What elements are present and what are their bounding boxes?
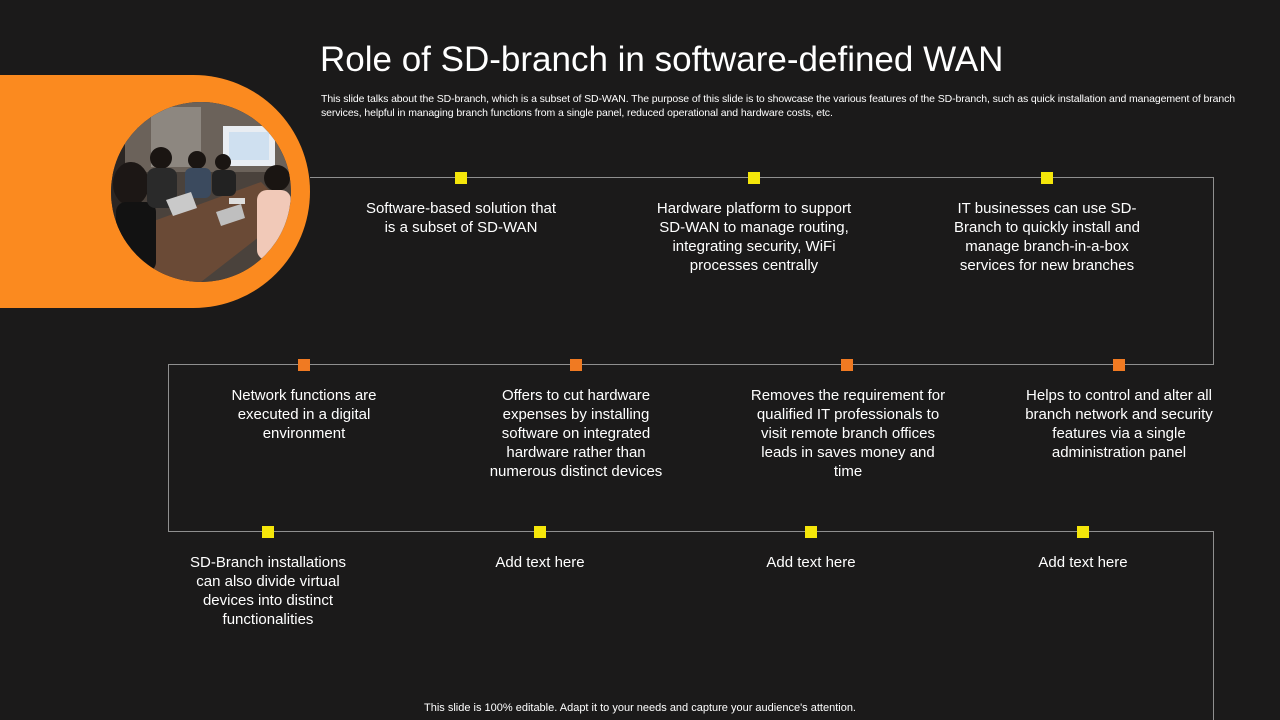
step-marker	[298, 359, 310, 371]
step-marker	[570, 359, 582, 371]
connector-left	[168, 364, 169, 532]
step-marker	[841, 359, 853, 371]
step-marker	[262, 526, 274, 538]
step-text: SD-Branch installations can also divide …	[190, 554, 346, 628]
step-text: Offers to cut hardware expenses by insta…	[489, 387, 663, 480]
step-marker	[1113, 359, 1125, 371]
step-marker	[455, 172, 467, 184]
connector-row3	[168, 531, 1214, 532]
step-text: Helps to control and alter all branch ne…	[1025, 387, 1213, 461]
step-text: Network functions are executed in a digi…	[231, 387, 377, 442]
step-marker	[1041, 172, 1053, 184]
step-text: Software-based solution that is a subset…	[365, 200, 557, 236]
connector-row1	[310, 177, 1214, 178]
step-text: Add text here	[1038, 554, 1128, 571]
step-marker	[1077, 526, 1089, 538]
slide-title: Role of SD-branch in software-defined WA…	[320, 40, 1004, 79]
step-marker	[748, 172, 760, 184]
slide-footer: This slide is 100% editable. Adapt it to…	[424, 702, 856, 714]
slide-description: This slide talks about the SD-branch, wh…	[321, 93, 1236, 119]
step-marker	[534, 526, 546, 538]
step-text: Add text here	[766, 554, 856, 571]
connector-right-lower	[1213, 531, 1214, 720]
step-text: Add text here	[495, 554, 585, 571]
connector-right-upper	[1213, 177, 1214, 365]
step-text: Hardware platform to support SD-WAN to m…	[656, 200, 852, 274]
team-meeting-photo	[111, 102, 291, 282]
connector-row2	[168, 364, 1214, 365]
step-marker	[805, 526, 817, 538]
step-text: Removes the requirement for qualified IT…	[750, 387, 946, 480]
step-text: IT businesses can use SD-Branch to quick…	[954, 200, 1140, 274]
